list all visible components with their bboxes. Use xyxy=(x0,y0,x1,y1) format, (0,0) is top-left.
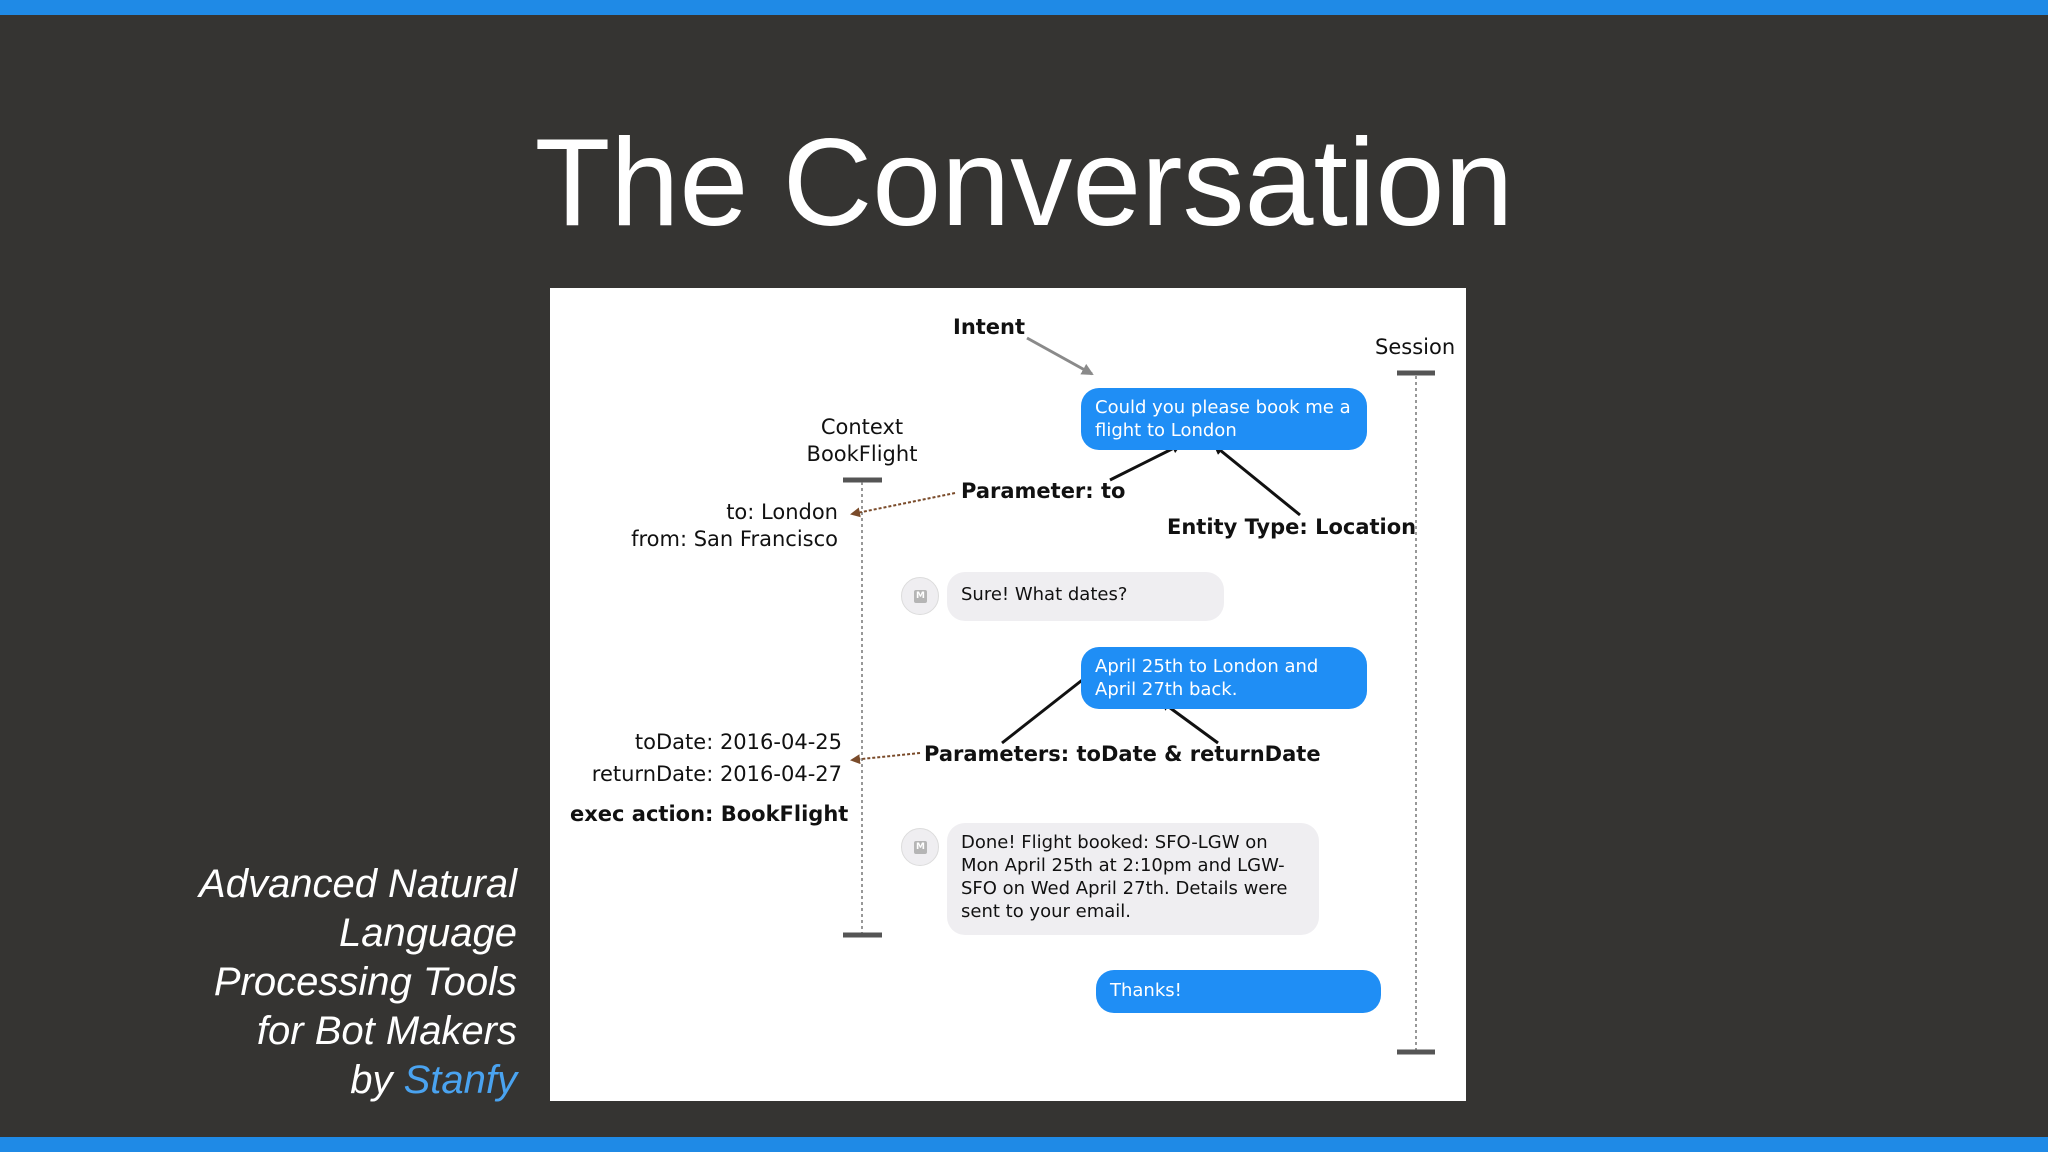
bot-avatar-icon: M xyxy=(901,577,939,615)
diagram-card: Intent Session Context BookFlight Parame… xyxy=(550,288,1466,1101)
param-to-arrow xyxy=(1109,443,1182,482)
bot-message-bubble: Done! Flight booked: SFO-LGW on Mon Apri… xyxy=(947,823,1319,935)
top-accent-bar xyxy=(0,0,2048,15)
bot-avatar-icon: M xyxy=(901,828,939,866)
bot-message-bubble: Sure! What dates? xyxy=(947,572,1224,621)
subtitle-line: Language xyxy=(339,911,517,955)
returndate-value: returnDate: 2016-04-27 xyxy=(591,762,842,786)
exec-action-label: exec action: BookFlight xyxy=(570,802,849,826)
entity-type-arrow xyxy=(1213,444,1301,517)
user-message-bubble: April 25th to London and April 27th back… xyxy=(1081,647,1367,709)
context-label: Context xyxy=(820,415,904,439)
user-message-bubble: Could you please book me a flight to Lon… xyxy=(1081,388,1367,450)
param-to-label: Parameter: to xyxy=(961,479,1126,503)
context-name: BookFlight xyxy=(806,442,918,466)
todate-arrow xyxy=(1001,668,1097,745)
params-label: Parameters: toDate & returnDate xyxy=(924,742,1321,766)
subtitle-line: Processing Tools xyxy=(213,960,517,1004)
session-label: Session xyxy=(1375,335,1456,359)
subtitle-line: for Bot Makers xyxy=(256,1009,517,1053)
intent-label: Intent xyxy=(953,315,1026,339)
avatar-glyph: M xyxy=(914,841,927,854)
byline-prefix: by xyxy=(350,1058,404,1102)
intent-arrow xyxy=(1026,336,1094,376)
slide-subtitle: Advanced Natural Language Processing Too… xyxy=(150,860,517,1105)
params-context-link xyxy=(850,752,921,765)
context-from-value: from: San Francisco xyxy=(631,527,838,551)
subtitle-byline: by Stanfy xyxy=(150,1056,517,1105)
user-message-bubble: Thanks! xyxy=(1096,970,1381,1013)
brand-name: Stanfy xyxy=(403,1058,517,1102)
context-to-value: to: London xyxy=(726,500,838,524)
param-to-context-link xyxy=(850,492,956,518)
todate-value: toDate: 2016-04-25 xyxy=(634,730,842,754)
slide-title: The Conversation xyxy=(534,114,1514,252)
bottom-accent-bar xyxy=(0,1137,2048,1152)
entity-type-label: Entity Type: Location xyxy=(1167,515,1417,539)
subtitle-line: Advanced Natural xyxy=(199,862,517,906)
avatar-glyph: M xyxy=(914,590,927,603)
